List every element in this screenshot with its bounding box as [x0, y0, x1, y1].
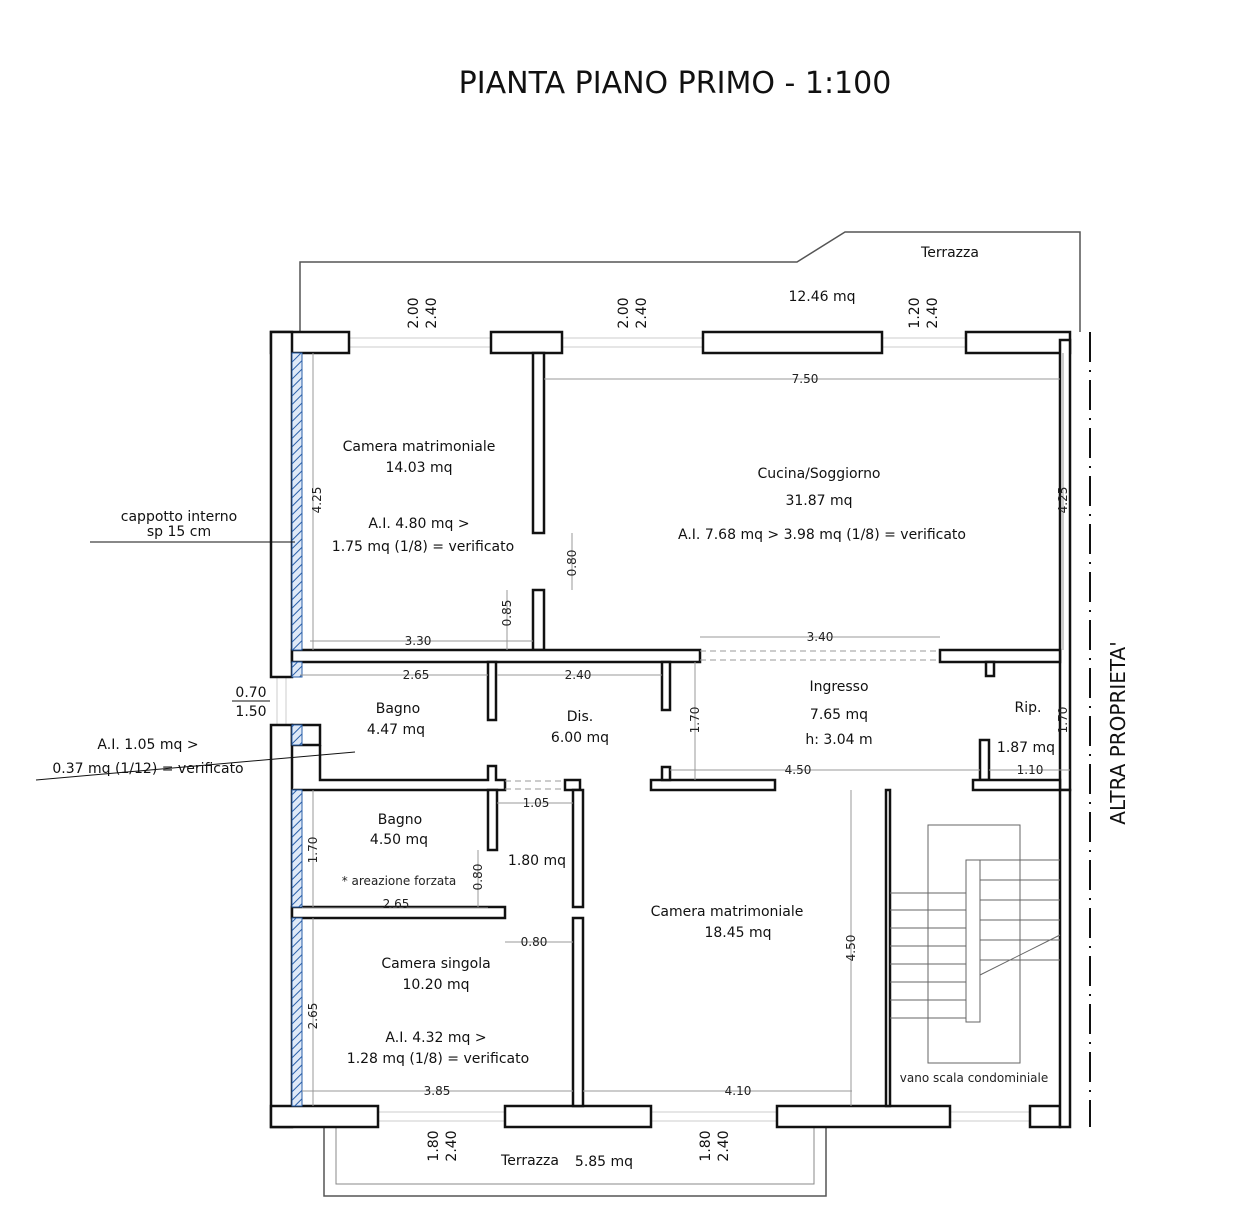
room-area: 7.65 mq — [810, 707, 868, 723]
room-name: Cucina/Soggiorno — [757, 466, 880, 482]
dimension-label: 1.05 — [523, 796, 550, 810]
room-name: Bagno — [376, 701, 421, 717]
dimension-label: 0.80 — [521, 935, 548, 949]
room-area: 14.03 mq — [385, 460, 452, 476]
room-area: 4.50 mq — [370, 832, 428, 848]
dimension-label: 4.25 — [1056, 487, 1070, 514]
room-area: 10.20 mq — [402, 977, 469, 993]
dimension-label: 7.50 — [792, 372, 819, 386]
dimension-label: 3.40 — [807, 630, 834, 644]
dimension-label: 2.65 — [403, 668, 430, 682]
terrace-top-name: Terrazza — [920, 245, 979, 261]
window-width: 1.80 — [698, 1130, 714, 1161]
bagno-ai-leader — [35, 751, 356, 781]
room-name: Ingresso — [809, 679, 868, 695]
annotations: cappotto interno sp 15 cm A.I. 1.05 mq >… — [52, 509, 1130, 825]
window-height: 2.40 — [444, 1130, 460, 1161]
window-width: 1.20 — [907, 297, 923, 328]
dimension-label: 1.10 — [1017, 763, 1044, 777]
room-ai: 1.28 mq (1/8) = verificato — [347, 1051, 529, 1067]
terrace-top-area: 12.46 mq — [788, 289, 855, 305]
cappotto-label: sp 15 cm — [147, 524, 211, 540]
dimension-label: 0.85 — [500, 600, 514, 627]
dimension-label: 4.10 — [725, 1084, 752, 1098]
room-ai: A.I. 4.80 mq > — [368, 516, 469, 532]
cappotto-label: cappotto interno — [121, 509, 237, 525]
window-height: 2.40 — [424, 297, 440, 328]
dimension-label: 2.40 — [565, 668, 592, 682]
dimension-label: 0.80 — [565, 550, 579, 577]
room-note: * areazione forzata — [342, 874, 457, 888]
window-height: 2.40 — [925, 297, 941, 328]
room-area: 18.45 mq — [704, 925, 771, 941]
room-area: 1.80 mq — [508, 853, 566, 869]
horizontal-dimensions: 3.30 2.65 2.40 3.40 7.50 4.50 1.10 1.05 … — [383, 372, 1044, 1098]
dimension-label: 2.65 — [383, 897, 410, 911]
terrace-top-outline — [299, 231, 1081, 332]
dimension-label: 0.80 — [471, 864, 485, 891]
terrace-bottom-name: Terrazza — [500, 1153, 559, 1169]
dimension-label: 3.85 — [424, 1084, 451, 1098]
room-ai: A.I. 4.32 mq > — [385, 1030, 486, 1046]
window-width: 2.00 — [616, 297, 632, 328]
room-labels: Terrazza 12.46 mq Camera matrimoniale 14… — [332, 245, 1055, 1170]
staircase — [890, 824, 1061, 1064]
room-area: 4.47 mq — [367, 722, 425, 738]
internal-insulation — [291, 352, 303, 1107]
room-ai: A.I. 7.68 mq > 3.98 mq (1/8) = verificat… — [678, 527, 966, 543]
dimension-label: 4.25 — [310, 487, 324, 514]
window-height: 2.40 — [634, 297, 650, 328]
window-width: 0.70 — [235, 685, 266, 701]
plan-title: PIANTA PIANO PRIMO - 1:100 — [459, 66, 892, 101]
bagno-ai-label: A.I. 1.05 mq > — [97, 737, 198, 753]
neighbor-property-label: ALTRA PROPRIETA' — [1106, 641, 1130, 824]
dimension-label: 1.70 — [688, 707, 702, 734]
dimension-lines — [300, 353, 1070, 1106]
dimension-label: 2.65 — [306, 1003, 320, 1030]
room-name: vano scala condominiale — [900, 1071, 1048, 1085]
terrace-bottom-area: 5.85 mq — [575, 1154, 633, 1170]
dimension-label: 4.50 — [785, 763, 812, 777]
window-height: 2.40 — [716, 1130, 732, 1161]
window-width: 2.00 — [406, 297, 422, 328]
room-height: h: 3.04 m — [805, 732, 872, 748]
room-ai: 1.75 mq (1/8) = verificato — [332, 539, 514, 555]
window-dimensions: 2.00 2.40 2.00 2.40 1.20 2.40 1.80 2.40 … — [406, 297, 941, 1161]
window-height: 1.50 — [235, 704, 266, 720]
dimension-label: 3.30 — [405, 634, 432, 648]
bagno-ai-label: 0.37 mq (1/12) = verificato — [52, 761, 243, 777]
walls — [269, 330, 1072, 1129]
dimension-label: 1.70 — [306, 837, 320, 864]
dimension-label: 1.70 — [1056, 707, 1070, 734]
room-name: Camera matrimoniale — [343, 439, 496, 455]
vertical-dimensions: 4.25 0.85 0.80 4.25 1.70 1.70 1.70 0.80 … — [306, 487, 1070, 1030]
room-area: 1.87 mq — [997, 740, 1055, 756]
room-area: 31.87 mq — [785, 493, 852, 509]
room-name: Camera singola — [381, 956, 490, 972]
openings — [505, 650, 940, 790]
terrace-bottom-outline — [323, 1127, 827, 1197]
room-name: Bagno — [378, 812, 423, 828]
room-name: Camera matrimoniale — [651, 904, 804, 920]
window-lines — [276, 337, 1030, 1122]
room-name: Rip. — [1015, 700, 1042, 716]
room-name: Dis. — [567, 709, 593, 725]
dimension-label: 4.50 — [844, 935, 858, 962]
room-area: 6.00 mq — [551, 730, 609, 746]
window-width: 1.80 — [426, 1130, 442, 1161]
